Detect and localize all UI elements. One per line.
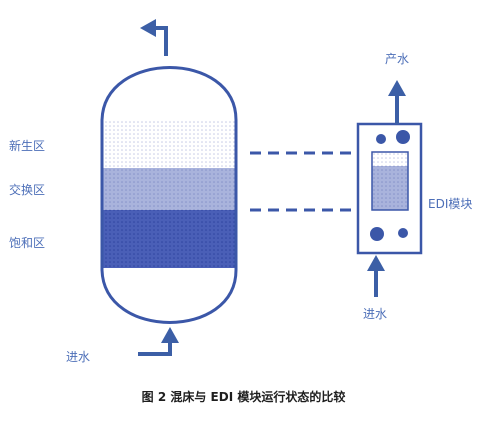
edi-exchange-layer [372, 166, 408, 210]
saturated-zone-layer [102, 210, 236, 268]
vessel-outlet-arrow-icon [140, 19, 156, 37]
vessel-inlet-pipe [138, 342, 172, 356]
edi-module [356, 122, 423, 255]
edi-port-bottom-small [398, 228, 408, 238]
regen-zone-layer [102, 120, 236, 168]
edi-product-arrow-icon [388, 80, 406, 96]
vessel-outlet-pipe [154, 26, 168, 56]
saturated-zone-label: 饱和区 [9, 236, 46, 250]
edi-port-top-small [376, 134, 386, 144]
exchange-zone-label: 交换区 [9, 183, 46, 197]
mixed-bed-inlet-label: 进水 [66, 350, 91, 364]
mixed-bed-vessel [100, 66, 238, 324]
vessel-outline [100, 66, 238, 324]
edi-module-label: EDI模块 [428, 197, 473, 211]
figure-caption: 图 2 混床与 EDI 模块运行状态的比较 [141, 390, 346, 404]
edi-regen-layer [372, 152, 408, 166]
exchange-zone-layer [102, 168, 236, 210]
regen-zone-label: 新生区 [9, 139, 46, 153]
edi-port-top-large [396, 130, 410, 144]
vessel-inlet-arrow-icon [161, 327, 179, 343]
edi-inlet-label: 进水 [363, 307, 388, 321]
edi-inlet-arrow-icon [367, 255, 385, 271]
edi-resin-chamber [371, 151, 409, 211]
edi-port-bottom-large [370, 227, 384, 241]
product-water-label: 产水 [385, 52, 410, 66]
